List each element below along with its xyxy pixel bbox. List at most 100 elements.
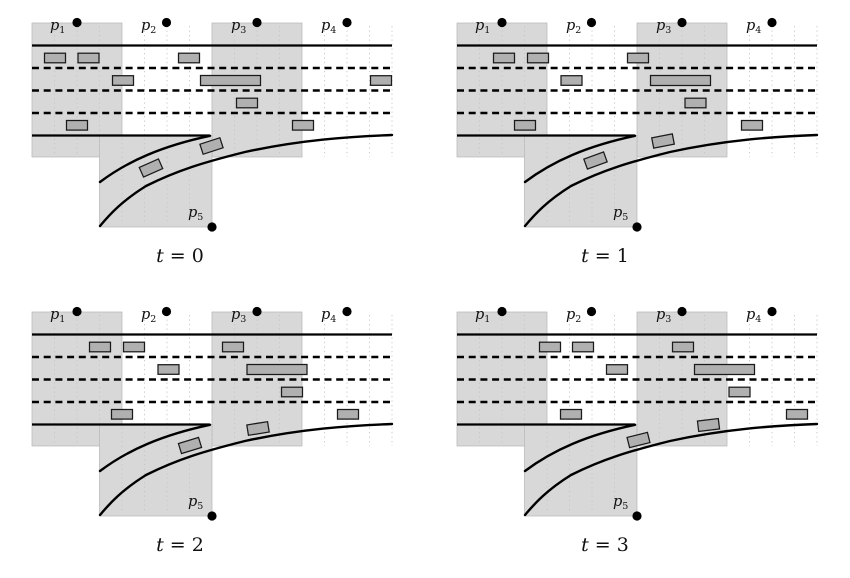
camera-label-p5: p5 bbox=[613, 205, 628, 223]
timestep-caption: t = 3 bbox=[581, 534, 629, 556]
vehicle-car bbox=[571, 341, 595, 353]
camera-dot-p4 bbox=[767, 17, 777, 28]
camera-label-p5: p5 bbox=[613, 494, 628, 512]
camera-label-var: p bbox=[231, 307, 240, 323]
camera-label-subscript: 3 bbox=[240, 25, 246, 36]
timestep-caption-value: = 3 bbox=[589, 534, 629, 556]
vehicle-car bbox=[626, 431, 651, 449]
camera-label-p3: p3 bbox=[231, 307, 246, 325]
timestep-caption-value: = 0 bbox=[164, 245, 204, 267]
camera-label-p5: p5 bbox=[188, 494, 203, 512]
ramp-edge-outer bbox=[98, 133, 394, 228]
camera-dot-p2 bbox=[586, 17, 597, 28]
camera-label-subscript: 5 bbox=[197, 501, 203, 512]
vehicle-car bbox=[138, 158, 164, 178]
camera-label-subscript: 4 bbox=[755, 25, 761, 36]
camera-label-p2: p2 bbox=[141, 307, 156, 325]
vehicle-truck bbox=[649, 74, 712, 87]
camera-label-subscript: 4 bbox=[330, 25, 336, 36]
timestep-caption: t = 2 bbox=[156, 534, 204, 556]
camera-dot-p3 bbox=[677, 306, 687, 317]
camera-label-p1: p1 bbox=[50, 18, 65, 36]
camera-label-var: p bbox=[746, 18, 755, 34]
ramp-edge-inner bbox=[98, 423, 212, 473]
camera-dot-p4 bbox=[767, 306, 777, 317]
camera-label-var: p bbox=[613, 205, 622, 221]
ramp-edge-outer bbox=[523, 422, 819, 517]
camera-label-p5: p5 bbox=[188, 205, 203, 223]
camera-dot-p1 bbox=[497, 17, 507, 28]
vehicle-car bbox=[280, 386, 304, 398]
camera-label-p4: p4 bbox=[746, 307, 761, 325]
camera-label-subscript: 3 bbox=[240, 314, 246, 325]
timestep-caption-var: t bbox=[581, 534, 589, 556]
vehicle-truck bbox=[199, 74, 262, 87]
camera-label-var: p bbox=[475, 18, 484, 34]
camera-label-subscript: 1 bbox=[484, 314, 490, 325]
camera-dot-p1 bbox=[72, 306, 82, 317]
vehicle-car bbox=[65, 119, 89, 131]
camera-dot-p3 bbox=[677, 17, 687, 28]
vehicle-car bbox=[111, 75, 135, 86]
camera-label-var: p bbox=[50, 307, 59, 323]
camera-label-var: p bbox=[321, 307, 330, 323]
vehicle-car bbox=[785, 408, 809, 420]
vehicle-car bbox=[221, 341, 245, 353]
timestep-caption-var: t bbox=[156, 245, 164, 267]
vehicle-car bbox=[122, 341, 146, 353]
camera-label-p2: p2 bbox=[566, 307, 581, 325]
camera-label-p4: p4 bbox=[321, 18, 336, 36]
camera-label-subscript: 3 bbox=[665, 314, 671, 325]
camera-label-var: p bbox=[746, 307, 755, 323]
vehicle-car bbox=[513, 119, 537, 131]
vehicle-car bbox=[291, 119, 315, 131]
camera-dot-p2 bbox=[586, 306, 597, 317]
vehicle-car bbox=[177, 436, 203, 455]
vehicle-car bbox=[684, 97, 707, 109]
camera-label-subscript: 1 bbox=[59, 314, 65, 325]
camera-dot-p3 bbox=[252, 306, 262, 317]
vehicle-car bbox=[560, 75, 583, 86]
camera-label-p4: p4 bbox=[746, 18, 761, 36]
camera-label-var: p bbox=[231, 18, 240, 34]
camera-dot-p5 bbox=[632, 511, 642, 521]
camera-label-var: p bbox=[321, 18, 330, 34]
camera-dot-p3 bbox=[252, 17, 262, 28]
camera-label-subscript: 4 bbox=[330, 314, 336, 325]
camera-label-subscript: 2 bbox=[575, 314, 581, 325]
ramp-edge-outer bbox=[98, 422, 394, 517]
vehicle-car bbox=[626, 52, 650, 64]
camera-dot-p4 bbox=[342, 306, 352, 317]
camera-label-subscript: 2 bbox=[575, 25, 581, 36]
camera-label-p1: p1 bbox=[50, 307, 65, 325]
camera-label-subscript: 5 bbox=[622, 501, 628, 512]
vehicle-car bbox=[740, 119, 764, 131]
vehicle-car bbox=[583, 151, 608, 170]
vehicle-car bbox=[559, 408, 583, 420]
timestep-caption-var: t bbox=[156, 534, 164, 556]
vehicle-car bbox=[77, 52, 100, 64]
vehicle-car bbox=[235, 97, 259, 109]
camera-label-var: p bbox=[656, 18, 665, 34]
camera-label-subscript: 2 bbox=[150, 25, 156, 36]
camera-label-var: p bbox=[566, 18, 575, 34]
camera-label-var: p bbox=[141, 18, 150, 34]
vehicle-car bbox=[199, 136, 224, 156]
camera-label-p3: p3 bbox=[656, 18, 671, 36]
camera-label-var: p bbox=[188, 205, 197, 221]
camera-label-var: p bbox=[475, 307, 484, 323]
vehicle-truck bbox=[693, 363, 756, 376]
ramp-edge-inner bbox=[98, 134, 212, 184]
camera-label-subscript: 3 bbox=[665, 25, 671, 36]
timestep-caption: t = 1 bbox=[581, 245, 629, 267]
camera-label-p1: p1 bbox=[475, 307, 490, 325]
vehicle-car bbox=[157, 364, 180, 375]
vehicle-car bbox=[526, 52, 550, 64]
camera-dot-p1 bbox=[497, 306, 507, 317]
vehicle-car bbox=[43, 52, 67, 64]
vehicle-car bbox=[336, 408, 360, 420]
